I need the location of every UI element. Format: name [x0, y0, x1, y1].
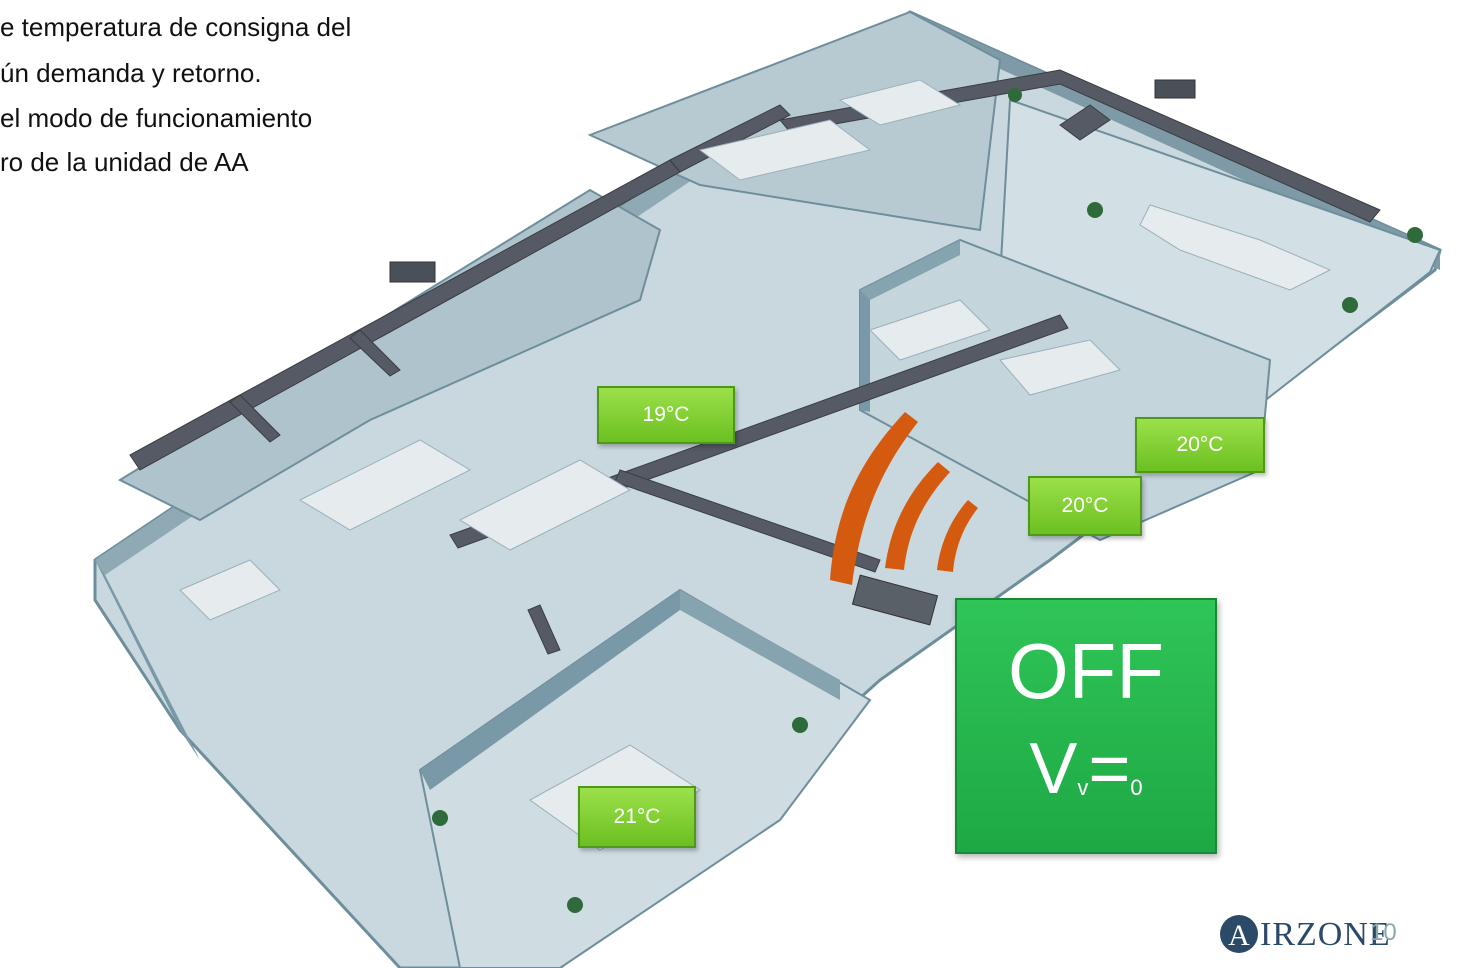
fan-speed-readout: Vv=0	[1029, 729, 1143, 809]
room-block-offices	[117, 188, 662, 522]
outer-wall-front-left	[95, 560, 200, 760]
plants	[432, 88, 1423, 913]
ac-status-panel: OFF Vv=0	[955, 598, 1217, 854]
ac-unit	[851, 574, 939, 626]
logo-mark-icon: A	[1220, 915, 1258, 953]
ac-state: OFF	[1008, 627, 1164, 715]
zone-temp-label: 19°C	[597, 386, 735, 444]
zone-temp-label: 20°C	[1028, 476, 1142, 536]
page-number: 10	[1370, 919, 1397, 946]
description-line: e temperatura de consigna del	[0, 12, 352, 42]
svg-text:A: A	[1228, 919, 1250, 952]
airflow-indicator	[830, 412, 978, 585]
zone-temp-label: 21°C	[578, 786, 696, 848]
zone-temp-label: 20°C	[1135, 417, 1265, 473]
ac-unit-top	[389, 261, 436, 283]
description-line: ún demanda y retorno.	[0, 58, 262, 88]
description-line: ro de la unidad de AA	[0, 147, 249, 177]
description-line: el modo de funcionamiento	[0, 103, 313, 133]
logo-wordmark: IRZONE	[1260, 916, 1391, 953]
